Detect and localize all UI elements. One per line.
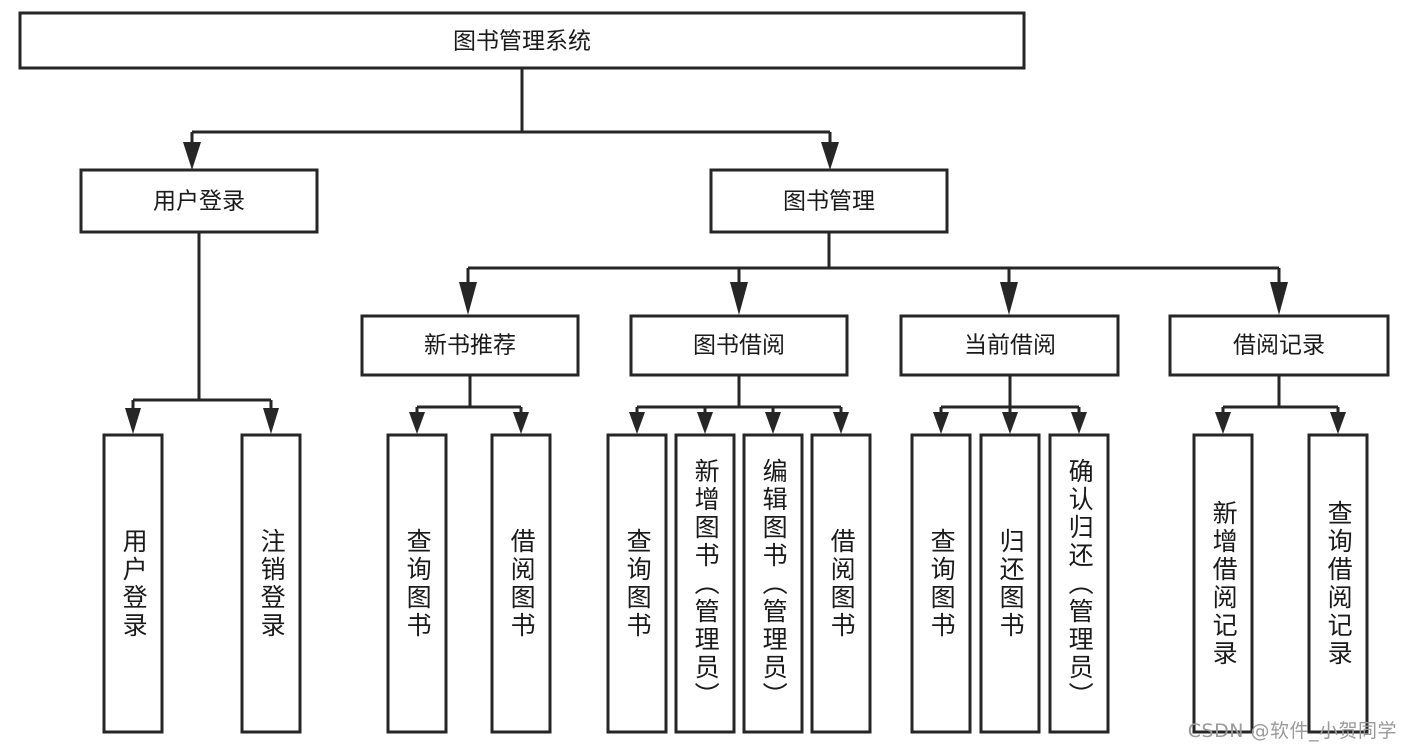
arrow-head-nb-query [409, 412, 425, 434]
arrow-head-bb-edit [765, 412, 781, 434]
arrow-head-user-login [183, 142, 201, 170]
node-root-box[interactable] [18, 11, 1026, 70]
leaf-box-user-login[interactable] [102, 433, 164, 734]
leaf-box-bb-borrow[interactable] [810, 433, 872, 734]
arrow-head-cb-confirm [1071, 412, 1087, 434]
node-book-manage-label: 图书管理 [783, 189, 875, 215]
arrow-head-rec-add [1215, 412, 1231, 434]
node-book-manage-box[interactable] [709, 168, 949, 234]
leaf-box-nb-query[interactable] [386, 433, 448, 734]
node-current-borrow-box[interactable] [899, 314, 1120, 377]
node-new-book-box[interactable] [360, 314, 580, 377]
node-book-manage[interactable]: 图书管理 [709, 168, 949, 234]
arrow-head-borrow-record [1270, 282, 1288, 315]
arrow-head-bb-add [697, 412, 713, 434]
arrow-head-nb-borrow [513, 412, 529, 434]
node-book-borrow[interactable]: 图书借阅 [629, 314, 849, 377]
node-root-label: 图书管理系统 [453, 29, 591, 55]
arrow-head-current-borrow [1000, 282, 1018, 315]
node-borrow-record-box[interactable] [1168, 314, 1390, 377]
arrow-head-book-manage [821, 142, 839, 170]
arrow-head-bb-query [629, 412, 645, 434]
connectors-group [125, 68, 1346, 434]
leaf-box-cb-confirm[interactable] [1048, 433, 1110, 734]
arrow-head-leaf-logout [263, 408, 279, 434]
node-user-login[interactable]: 用户登录 [79, 168, 319, 234]
leaf-box-bb-add[interactable] [674, 433, 736, 734]
node-root[interactable]: 图书管理系统 [18, 11, 1026, 70]
node-book-borrow-label: 图书借阅 [693, 333, 785, 359]
node-book-borrow-box[interactable] [629, 314, 849, 377]
leaf-box-cb-return[interactable] [979, 433, 1041, 734]
watermark-text: CSDN @软件_小贺同学 [1187, 720, 1397, 742]
leaf-box-bb-query[interactable] [606, 433, 668, 734]
node-user-login-label: 用户登录 [153, 189, 245, 215]
node-new-book[interactable]: 新书推荐 [360, 314, 580, 377]
node-borrow-record-label: 借阅记录 [1233, 333, 1325, 359]
arrow-head-new-book [459, 282, 477, 315]
arrow-head-leaf-user-login [125, 408, 141, 434]
leaf-box-rec-query[interactable] [1307, 433, 1369, 734]
leaf-box-nb-borrow[interactable] [490, 433, 552, 734]
arrow-head-book-borrow [730, 282, 748, 315]
node-current-borrow-label: 当前借阅 [964, 333, 1056, 359]
leaf-boxes-group [102, 433, 1369, 734]
node-user-login-box[interactable] [79, 168, 319, 234]
leaf-box-rec-add[interactable] [1192, 433, 1254, 734]
arrow-head-cb-return [1002, 412, 1018, 434]
leaf-box-cb-query[interactable] [910, 433, 972, 734]
arrow-head-bb-borrow [833, 412, 849, 434]
node-current-borrow[interactable]: 当前借阅 [899, 314, 1120, 377]
leaf-box-logout[interactable] [240, 433, 302, 734]
node-borrow-record[interactable]: 借阅记录 [1168, 314, 1390, 377]
arrow-head-rec-query [1330, 412, 1346, 434]
node-new-book-label: 新书推荐 [424, 333, 516, 359]
leaf-box-bb-edit[interactable] [742, 433, 804, 734]
arrow-head-cb-query [933, 412, 949, 434]
